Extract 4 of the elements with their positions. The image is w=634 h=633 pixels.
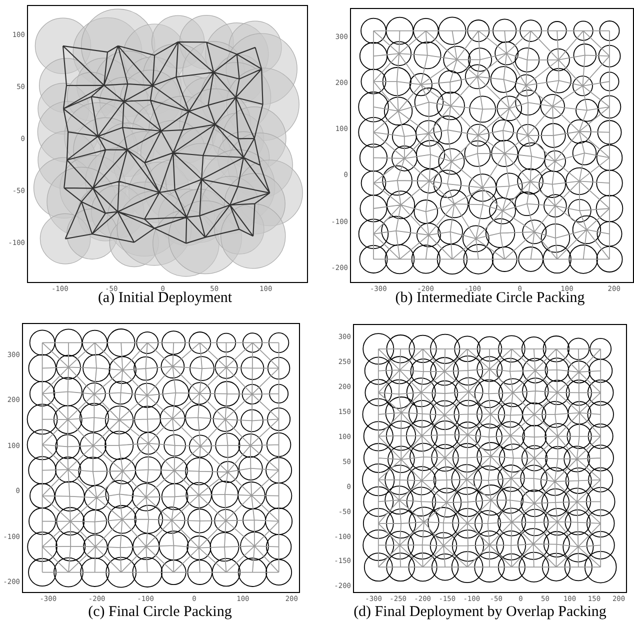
subfigure-caption: (a) Initial Deployment: [98, 290, 232, 307]
subfigure-caption: (c) Final Circle Packing: [88, 604, 232, 621]
subfigure-caption: (d) Final Deployment by Overlap Packing: [354, 604, 606, 621]
subfigure-caption: (b) Intermediate Circle Packing: [395, 290, 585, 307]
